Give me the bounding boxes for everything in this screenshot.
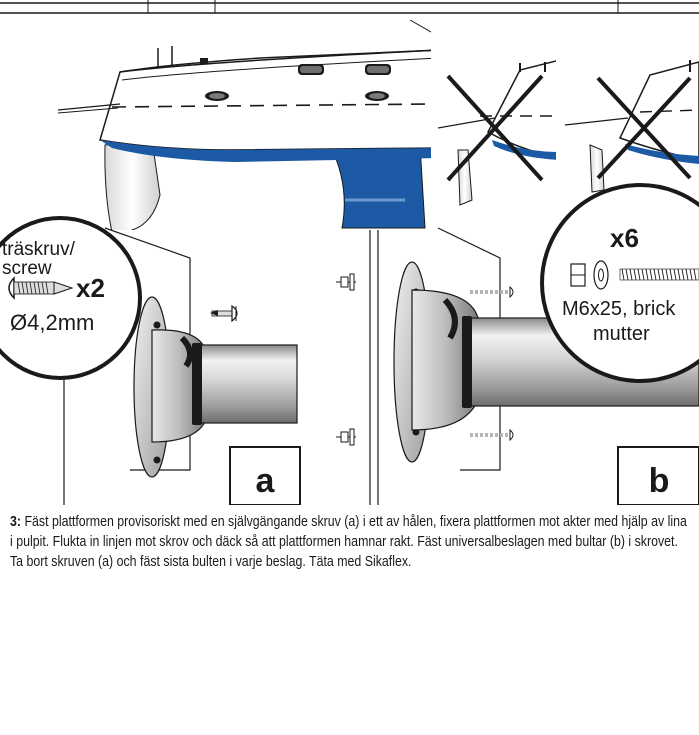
instruction-caption: 3: Fäst plattformen provisoriskt med en … — [10, 512, 689, 573]
instruction-text: Fäst plattformen provisoriskt med en sjä… — [10, 514, 687, 571]
nut-washer-bottom — [336, 428, 356, 446]
screw-type-label-line2: screw — [2, 258, 52, 279]
step-label-a: a — [256, 462, 276, 500]
screw-callout: träskruv/ screw x2 Ø4,2mm — [0, 216, 142, 380]
boat-stern-correct — [57, 20, 432, 230]
screw-quantity: x2 — [76, 273, 105, 303]
table-border-top — [0, 0, 699, 14]
panel-a-detail — [63, 227, 301, 505]
nut-washer-bolt-icon — [570, 260, 699, 290]
bolt-size-line2: mutter — [593, 323, 650, 345]
assembly-illustration: träskruv/ screw x2 Ø4,2mm x6 M6x25, bric… — [0, 0, 699, 505]
step-label-b: b — [649, 462, 670, 500]
wood-screw-icon — [8, 276, 74, 300]
boat-stern-incorrect-2 — [564, 60, 699, 193]
bolt-size-line1: M6x25, brick — [562, 298, 676, 320]
screw-type-label-line1: träskruv/ — [2, 239, 76, 260]
step-number: 3: — [10, 514, 22, 530]
boat-stern-incorrect-1 — [438, 60, 556, 206]
screw-size: Ø4,2mm — [10, 310, 94, 335]
nut-washer-top — [336, 273, 356, 291]
bolt-callout: x6 M6x25, brick mutter — [540, 183, 699, 383]
bolt-quantity: x6 — [610, 223, 639, 253]
